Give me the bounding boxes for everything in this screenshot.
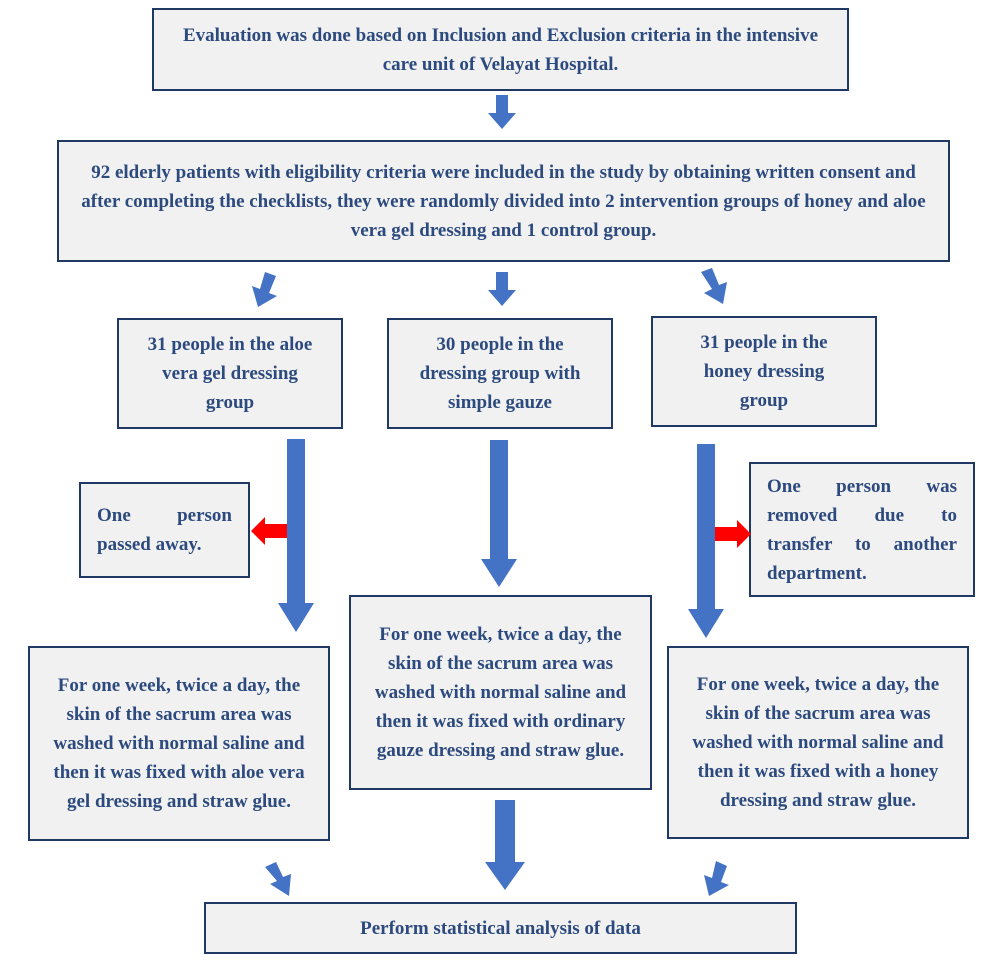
honey-intervention-text: For one week, twice a day, the skin of t… <box>692 674 944 811</box>
evaluation-box: Evaluation was done based on Inclusion a… <box>152 8 849 91</box>
gauze-group-box: 30 people in the dressing group with sim… <box>387 318 613 429</box>
enrollment-box: 92 elderly patients with eligibility cri… <box>57 140 950 262</box>
evaluation-text: Evaluation was done based on Inclusion a… <box>182 24 819 75</box>
arrow-down-icon <box>278 439 314 632</box>
gauze-group-text: 30 people in the dressing group with sim… <box>419 334 581 413</box>
arrow-right-icon <box>715 520 751 548</box>
aloe-intervention-text: For one week, twice a day, the skin of t… <box>53 675 305 812</box>
aloe-intervention-box: For one week, twice a day, the skin of t… <box>28 646 330 841</box>
honey-group-box: 31 people in the honey dressing group <box>651 316 877 427</box>
arrow-down-icon <box>488 272 516 306</box>
enrollment-text: 92 elderly patients with eligibility cri… <box>81 161 926 241</box>
arrow-left-icon <box>251 517 287 545</box>
aloe-group-box: 31 people in the aloe vera gel dressing … <box>117 318 343 429</box>
arrow-down-icon <box>481 440 517 587</box>
honey-exclusion-text: One person was removed due to transfer t… <box>767 475 957 584</box>
honey-intervention-box: For one week, twice a day, the skin of t… <box>667 646 969 839</box>
arrow-down-right-icon <box>701 268 727 304</box>
analysis-text: Perform statistical analysis of data <box>360 917 641 939</box>
arrow-down-right-icon <box>265 862 291 896</box>
honey-group-text: 31 people in the honey dressing group <box>700 332 828 411</box>
arrow-down-left-icon <box>252 272 277 307</box>
aloe-group-text: 31 people in the aloe vera gel dressing … <box>147 334 313 413</box>
aloe-exclusion-text: One person passed away. <box>97 505 232 555</box>
gauze-intervention-text: For one week, twice a day, the skin of t… <box>374 624 627 761</box>
arrow-down-left-icon <box>704 861 729 896</box>
arrow-down-icon <box>688 444 724 638</box>
arrow-down-icon <box>488 95 516 129</box>
analysis-box: Perform statistical analysis of data <box>204 902 797 954</box>
gauze-intervention-box: For one week, twice a day, the skin of t… <box>349 595 652 790</box>
honey-exclusion-box: One person was removed due to transfer t… <box>749 462 975 597</box>
arrow-down-icon <box>485 800 525 890</box>
aloe-exclusion-box: One person passed away. <box>79 482 250 578</box>
